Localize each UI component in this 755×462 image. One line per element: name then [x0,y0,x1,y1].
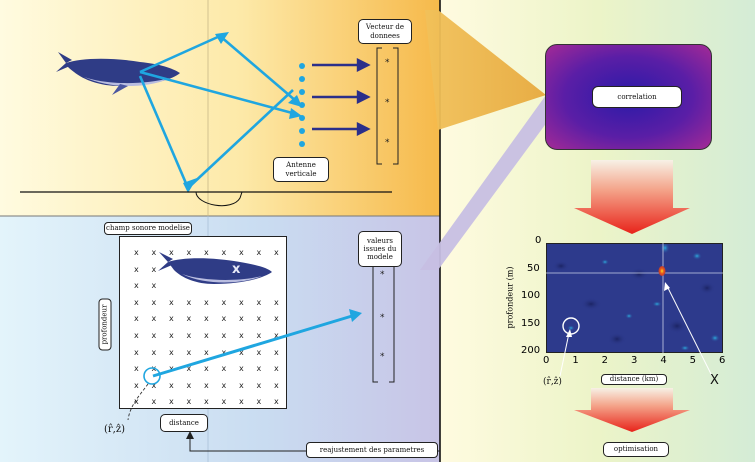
grid-cell-x: x [134,281,139,291]
grid-cell-x: x [239,297,244,307]
modeled-field-label: champ sonore modelise [104,222,192,235]
x-marker-label: X [710,373,719,388]
y-tick-label: 200 [521,345,541,356]
grid-cell-x: x [274,297,279,307]
grid-cell-x: x [256,248,262,257]
grid-whale-x-marker: x [232,262,241,277]
grid-cell-x: x [169,397,174,407]
grid-cell-x: x [151,281,157,291]
grid-cell-x: x [204,248,209,257]
grid-cell-x: x [186,248,192,257]
data-vector-label: Vecteur de donnees [358,19,412,44]
grid-cell-x: x [186,380,192,390]
grid-cell-x: x [134,331,139,340]
optimisation-label: optimisation [603,442,669,457]
x-tick-label: 1 [572,355,579,366]
data-vector-star-3: * [385,138,390,148]
model-value-star-3: * [380,352,385,362]
data-vector-star-1: * [385,58,390,68]
grid-cell-x: x [221,380,227,390]
x-tick-label: 2 [601,355,609,366]
grid-cell-x: x [151,264,157,274]
grid-cell-x: x [274,248,279,257]
grid-cell-x: x [186,297,192,307]
grid-cell-x: x [239,397,244,407]
y-tick-label: 50 [527,262,540,274]
grid-cell-x: x [256,397,262,407]
distance-axis-label: distance [160,414,208,432]
grid-cell-x: x [151,397,157,407]
plot-ylabel: profondeur (m) [505,266,515,329]
model-value-star-2: * [380,313,385,323]
x-tick-label: 3 [631,355,638,366]
data-vector-star-2: * [385,98,390,108]
y-tick-label: 100 [521,290,541,301]
grid-cell-x: x [134,364,139,374]
grid-cell-x: x [274,397,279,407]
grid-cell-x: x [151,248,157,257]
x-tick-label: 0 [543,355,550,366]
correlation-label: correlation [592,86,682,108]
grid-cell-x: x [151,380,157,390]
rz-hat-left-label: (r̂,ẑ) [104,424,126,435]
x-tick-label: 6 [719,355,726,366]
x-tick-label: 5 [689,355,697,366]
ambiguity-surface-svg [553,244,720,351]
model-values-label: valeurs issues du modele [358,231,402,267]
grid-cell-x: x [169,380,174,390]
grid-cell-x: x [134,264,139,274]
propagation-diagram [20,32,399,207]
y-tick-label: 0 [535,235,542,246]
grid-cell-x: x [204,397,209,407]
rz-hat-plot-label: (r̂,ẑ) [543,377,562,387]
grid-cell-x: x [239,248,244,257]
grid-cell-x: x [204,297,209,307]
x-tick-label: 4 [660,355,667,366]
grid-cell-x: x [274,380,279,390]
y-tick-label: 150 [521,317,541,329]
grid-cell-x: x [134,314,139,324]
grid-cell-x: x [256,380,262,390]
param-readjust-label: reajustement des parametres [306,442,438,458]
grid-cell-x: x [134,248,139,257]
grid-cell-x: x [134,297,139,307]
plot-xlabel: distance (km) [601,374,667,385]
grid-cell-x: x [169,297,174,307]
grid-cell-x: x [204,380,209,390]
grid-cell-x: x [134,347,139,357]
grid-cell-x: x [221,248,227,257]
grid-cell-x: x [221,397,227,407]
grid-cell-x: x [186,397,192,407]
antenna-label: Antenne verticale [273,157,329,182]
model-value-star-1: * [380,270,385,280]
ambiguity-surface [546,243,723,353]
grid-cell-x: x [221,297,227,307]
grid-cell-x: x [256,297,262,307]
grid-cell-x: x [151,297,157,307]
grid-cell-x: x [239,380,244,390]
